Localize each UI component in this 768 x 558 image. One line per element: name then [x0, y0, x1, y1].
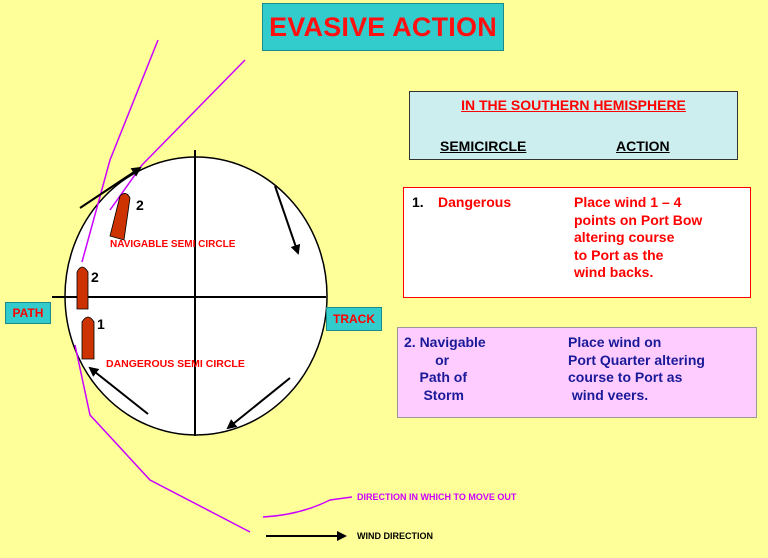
ship-1 [81, 316, 95, 360]
ship-2-upper [109, 193, 131, 241]
wind-legend-label: WIND DIRECTION [357, 531, 433, 541]
rule-1-action: Place wind 1 – 4 points on Port Bow alte… [574, 194, 703, 280]
wind-arrow-bottom-left [88, 366, 149, 415]
move-out-line-bottom [74, 344, 251, 533]
ship-number-dangerous: 1 [97, 316, 105, 332]
track-label-box: TRACK [326, 307, 382, 331]
hemisphere-heading: IN THE SOUTHERN HEMISPHERE [461, 97, 686, 113]
rule-2-action: Place wind on Port Quarter altering cour… [568, 334, 705, 403]
hemisphere-box: IN THE SOUTHERN HEMISPHERE SEMICIRCLE AC… [409, 91, 738, 160]
dangerous-rule-box: 1. Dangerous Place wind 1 – 4 points on … [403, 187, 751, 298]
rule-1-number: 1. [412, 194, 424, 210]
rule-1-semicircle: Dangerous [438, 194, 512, 210]
wind-arrow-top-left [79, 166, 142, 209]
ship-number-upper: 2 [136, 197, 144, 213]
navigable-semicircle-label: NAVIGABLE SEMI CIRCLE [110, 239, 236, 250]
page-title: EVASIVE ACTION [269, 11, 497, 42]
move-out-line-top-a [81, 39, 159, 263]
track-label: TRACK [333, 312, 375, 326]
semicircle-column-header: SEMICIRCLE [440, 138, 527, 154]
wind-arrow-top-right [274, 185, 301, 255]
ship-2-path [76, 266, 89, 310]
path-label-box: PATH [5, 302, 51, 324]
rule-2-semicircle: 2. Navigable or Path of Storm [404, 334, 486, 403]
action-column-header: ACTION [616, 138, 670, 154]
wind-arrow-bottom-right [226, 377, 291, 430]
move-out-legend-label: DIRECTION IN WHICH TO MOVE OUT [357, 492, 517, 502]
move-out-legend-line [262, 496, 353, 518]
ship-number-path: 2 [91, 269, 99, 285]
path-label: PATH [12, 306, 44, 320]
dangerous-semicircle-label: DANGEROUS SEMI CIRCLE [106, 358, 245, 370]
navigable-rule-box: 2. Navigable or Path of Storm Place wind… [397, 327, 757, 418]
title-box: EVASIVE ACTION [262, 3, 504, 51]
